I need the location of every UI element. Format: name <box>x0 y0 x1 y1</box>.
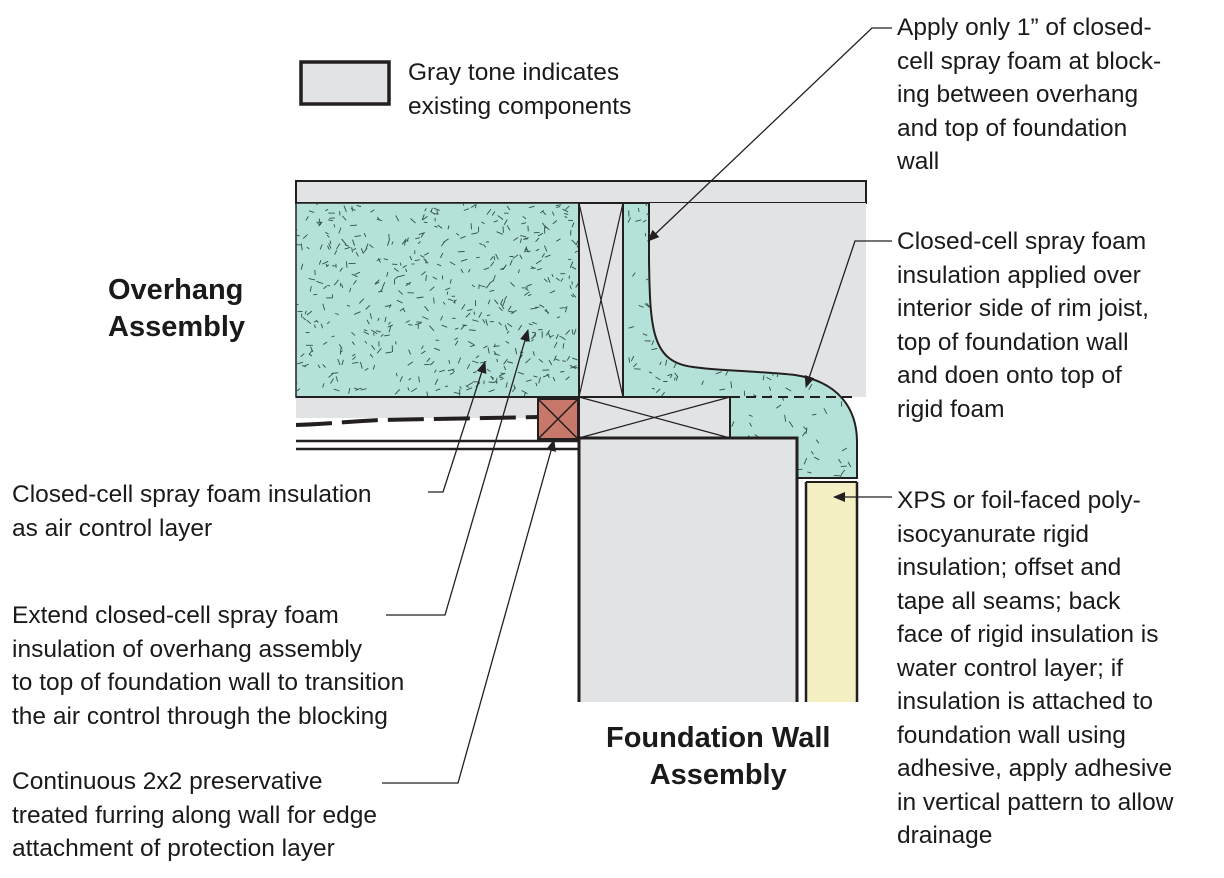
floor-band <box>295 180 867 204</box>
rim-joist-spray-foam <box>622 202 858 479</box>
overhang-assembly-title: Overhang Assembly <box>108 274 246 343</box>
overhang-soffit-band <box>296 397 579 418</box>
foundation-wall <box>579 438 797 702</box>
leader-furring <box>382 439 556 784</box>
leader-extend-foam <box>386 329 530 616</box>
overhang-spray-foam <box>295 202 580 398</box>
legend-text: Gray tone indicates existing components <box>408 59 632 120</box>
callout-rim-joist-foam: Closed-cell spray foam insulation applie… <box>897 228 1149 423</box>
leader-lines <box>382 27 892 784</box>
leader-rim-joist-foam <box>804 240 892 388</box>
foundation-wall-assembly-title: Foundation Wall Assembly <box>606 722 831 791</box>
rigid-foam-insulation <box>806 482 857 702</box>
legend-swatch <box>299 60 391 106</box>
foam-texture-left <box>296 203 579 397</box>
leader-blocking-foam <box>647 27 892 242</box>
callout-furring: Continuous 2x2 preservative treated furr… <box>12 768 377 862</box>
callout-extend-foam: Extend closed-cell spray foam insulation… <box>12 602 405 730</box>
leader-air-control <box>428 361 487 493</box>
callout-rigid-insulation: XPS or foil-faced poly- isocyanurate rig… <box>897 487 1174 849</box>
callout-blocking-foam: Apply only 1” of closed- cell spray foam… <box>897 14 1162 175</box>
air-control-dashed-line <box>295 415 541 427</box>
callout-air-control: Closed-cell spray foam insulation as air… <box>12 481 372 542</box>
